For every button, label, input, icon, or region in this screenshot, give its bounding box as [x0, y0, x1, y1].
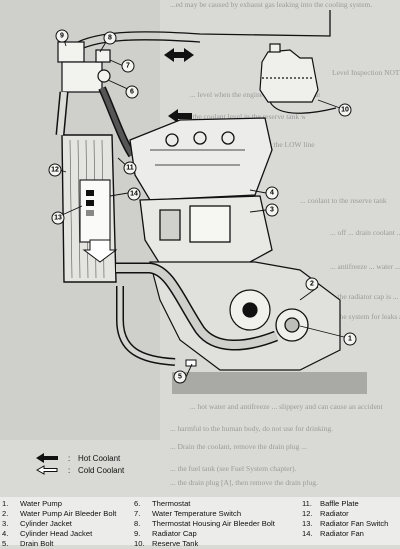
- bg-text-line: ... antifreeze ... water ...: [330, 262, 400, 271]
- bg-text-line: Level Inspection NOTE: [332, 68, 400, 77]
- callout-7: 7: [126, 63, 130, 70]
- cylinder-head: [129, 117, 273, 201]
- list-item: 9.Radiator Cap: [134, 529, 197, 538]
- bg-text-line: ...ed may be caused by exhaust gas leaki…: [170, 0, 373, 9]
- parts-column-1: 1.Water Pump 2.Water Pump Air Bleeder Bo…: [2, 499, 116, 549]
- list-item: 3.Cylinder Jacket: [2, 519, 72, 528]
- list-item: 12.Radiator: [302, 509, 349, 518]
- bg-text-line: ... off ... drain coolant ...: [330, 228, 400, 237]
- callout-10: 10: [341, 107, 349, 114]
- bg-text-line: ... the system for leaks and hoses.: [330, 312, 400, 321]
- callout-12: 12: [51, 167, 59, 174]
- parts-column-3: 11.Baffle Plate 12.Radiator 13.Radiator …: [302, 499, 388, 539]
- bg-text-line: ... coolant to the reserve tank: [300, 196, 387, 205]
- callout-5: 5: [178, 374, 182, 381]
- list-item: 1.Water Pump: [2, 499, 62, 508]
- list-item: 7.Water Temperature Switch: [134, 509, 242, 518]
- legend: : Hot Coolant : Cold Coolant: [0, 440, 160, 480]
- callout-markers: [48, 29, 357, 384]
- legend-colon: :: [68, 465, 71, 475]
- list-item: 13.Radiator Fan Switch: [302, 519, 389, 528]
- bg-text-line: ... Drain the coolant, remove the drain …: [170, 442, 307, 451]
- hot-flow-arrow-icon: [168, 109, 192, 123]
- list-item: 14.Radiator Fan: [302, 529, 364, 538]
- warning-banner: [172, 372, 367, 394]
- callout-11: 11: [126, 165, 134, 172]
- cooling-system-diagram: 1 2 3 4 5 6 7 8 9 10 11 12 13 14: [48, 10, 367, 394]
- leader-lines: [59, 39, 345, 378]
- legend-hot-label: Hot Coolant: [78, 453, 121, 463]
- cold-flow-arrow-icon: [82, 239, 118, 263]
- list-item: 2.Water Pump Air Bleeder Bolt: [2, 509, 117, 518]
- radiator-fan: [79, 179, 111, 243]
- bg-text-line: ... the fuel tank (see Fuel System chapt…: [170, 464, 297, 473]
- callout-9: 9: [60, 33, 64, 40]
- reserve-hose: [269, 101, 337, 114]
- bg-text-line: ... the coolant level in the reserve tan…: [185, 112, 305, 121]
- callout-1: 1: [348, 336, 352, 343]
- callout-2: 2: [310, 281, 314, 288]
- bg-text-line: ... level when the engine is cold (room …: [190, 90, 320, 99]
- list-item: 10.Reserve Tank: [134, 539, 199, 548]
- list-item: 5.Drain Bolt: [2, 539, 54, 548]
- list-item: 6.Thermostat: [134, 499, 191, 508]
- list-item: 8.Thermostat Housing Air Bleeder Bolt: [134, 519, 275, 528]
- cylinder-block: [139, 195, 273, 265]
- callout-4: 4: [270, 190, 274, 197]
- bg-text-line: ... the drain plug [A], then remove the …: [170, 478, 318, 487]
- parts-list: 1.Water Pump 2.Water Pump Air Bleeder Bo…: [0, 497, 400, 548]
- parts-column-2: 6.Thermostat 7.Water Temperature Switch …: [134, 499, 275, 549]
- hollow-arrow-left-icon: [36, 465, 58, 475]
- legend-colon: :: [68, 453, 71, 463]
- callout-6: 6: [130, 89, 134, 96]
- bg-text-line: ... the radiator cap is ... coolant ...: [330, 292, 400, 301]
- reserve-tank: [259, 43, 319, 103]
- thermostat-housing: [57, 41, 111, 93]
- legend-hot: : Hot Coolant: [36, 452, 120, 464]
- callout-14: 14: [130, 191, 138, 198]
- double-headed-arrow-icon: [164, 48, 194, 62]
- radiator: [61, 134, 118, 283]
- legend-cold-label: Cold Coolant: [78, 465, 125, 475]
- list-item: 11.Baffle Plate: [302, 499, 359, 508]
- list-item: 4.Cylinder Head Jacket: [2, 529, 93, 538]
- legend-cold: : Cold Coolant: [36, 464, 124, 476]
- bg-text-line: ... harmful to the human body, do not us…: [170, 424, 334, 433]
- solid-arrow-left-icon: [36, 453, 58, 463]
- bg-text-line: ... hot water and antifreeze ... slipper…: [190, 402, 383, 411]
- water-pump: [275, 308, 309, 342]
- callout-13: 13: [54, 215, 62, 222]
- callout-3: 3: [270, 207, 274, 214]
- crankcase: [149, 261, 341, 371]
- callout-8: 8: [108, 35, 112, 42]
